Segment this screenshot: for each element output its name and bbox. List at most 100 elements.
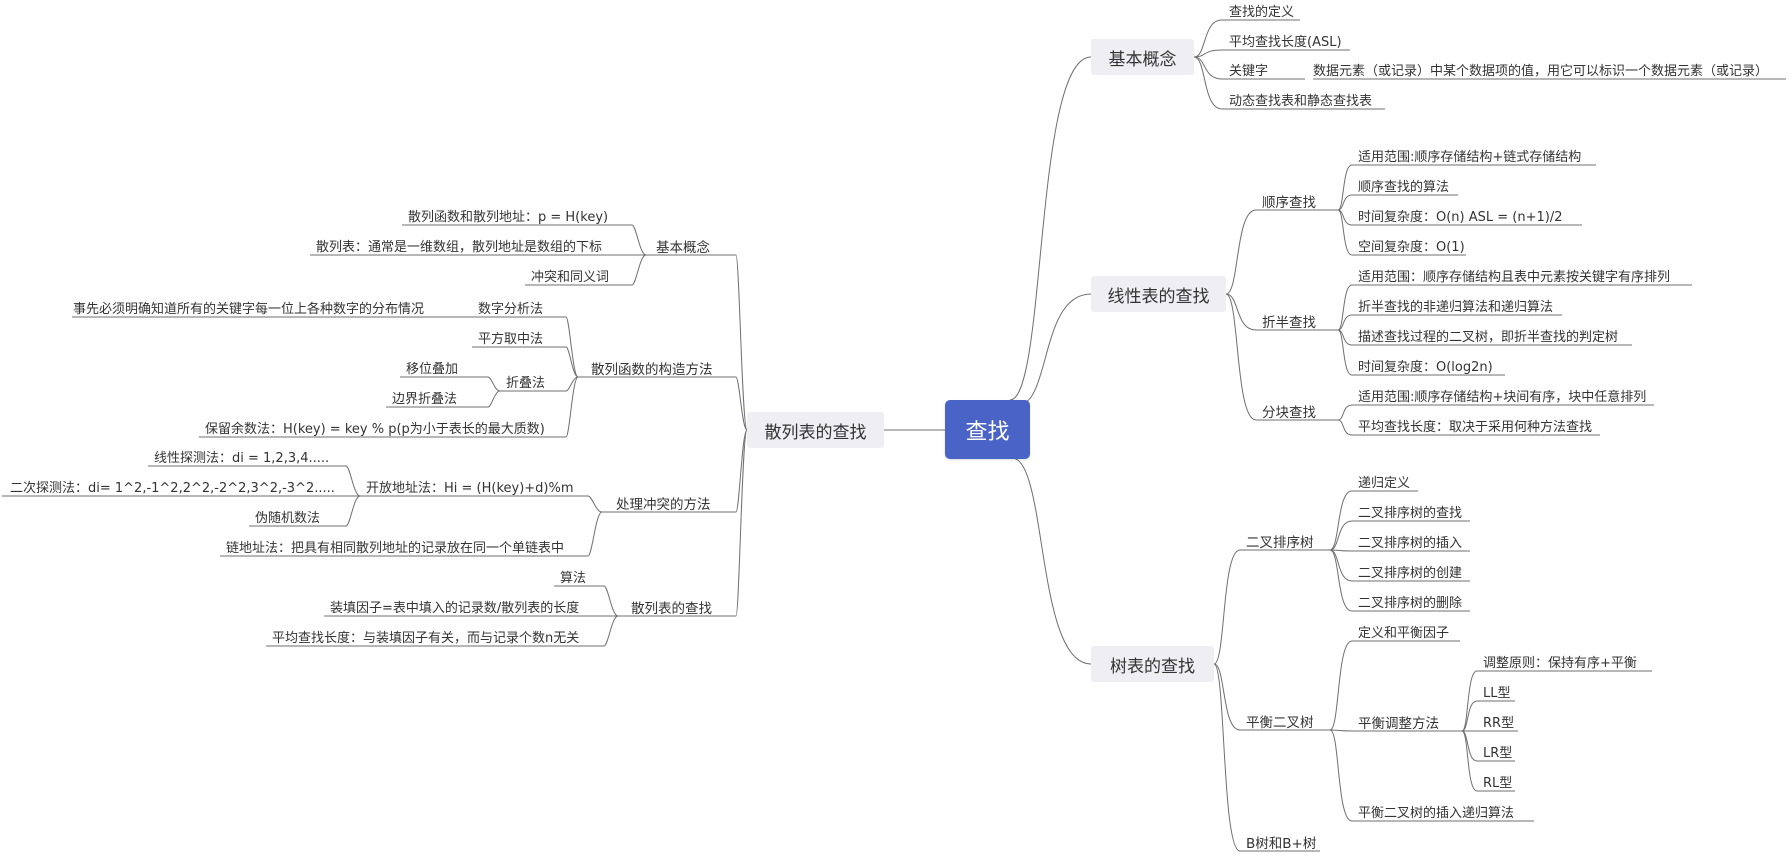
leaf-seq-space[interactable]: 空间复杂度：O(1) [1358, 240, 1465, 255]
leaf-avl-definition[interactable]: 定义和平衡因子 [1358, 626, 1450, 641]
leaf-bst-insert[interactable]: 二叉排序树的插入 [1358, 536, 1463, 551]
line-collision-open [587, 495, 603, 513]
leaf-block-asl[interactable]: 平均查找长度：取决于采用何种方法查找 [1358, 420, 1593, 435]
sub-binary-search[interactable]: 折半查找 [1262, 315, 1316, 331]
line-fold-boundary [487, 390, 501, 408]
line-construct-digit [565, 316, 579, 378]
line-bin-1 [1337, 314, 1353, 331]
sub-bst[interactable]: 二叉排序树 [1246, 535, 1314, 551]
line-linear-seq [1225, 209, 1257, 295]
leaf-seq-scope[interactable]: 适用范围:顺序存储结构+链式存储结构 [1358, 150, 1582, 165]
line-linear-block [1225, 293, 1257, 421]
leaf-search-definition[interactable]: 查找的定义 [1229, 5, 1295, 20]
leaf-pseudo-random[interactable]: 伪随机数法 [255, 511, 321, 526]
line-search-algo [603, 585, 619, 617]
topic-basic-concepts[interactable]: 基本概念 [1091, 39, 1194, 75]
leaf-open-addressing[interactable]: 开放地址法：Hi = (H(key)+d)%m [366, 481, 574, 496]
leaf-bst-search[interactable]: 二叉排序树的查找 [1358, 506, 1463, 521]
line-seq-0 [1337, 164, 1353, 211]
line-hash-basic [735, 254, 748, 431]
line-bin-3 [1337, 329, 1353, 376]
line-block-1 [1337, 419, 1353, 436]
sub-sequential-search[interactable]: 顺序查找 [1262, 195, 1316, 211]
leaf-linear-probing[interactable]: 线性探测法：di = 1,2,3,4..... [154, 451, 330, 466]
leaf-lr[interactable]: LR型 [1483, 746, 1513, 761]
sub-avl-adjust[interactable]: 平衡调整方法 [1358, 716, 1439, 732]
leaf-bst-definition[interactable]: 递归定义 [1358, 476, 1411, 491]
line-seq-1 [1337, 194, 1353, 211]
sub-hash-lookup[interactable]: 散列表的查找 [631, 601, 712, 617]
central-topic[interactable]: 查找 [945, 400, 1030, 459]
leaf-ll[interactable]: LL型 [1483, 686, 1511, 701]
leaf-bst-create[interactable]: 二叉排序树的创建 [1358, 566, 1463, 581]
leaf-seq-time[interactable]: 时间复杂度：O(n) ASL = (n+1)/2 [1358, 210, 1563, 225]
line-construct-square [565, 346, 579, 378]
leaf-chaining[interactable]: 链地址法：把具有相同散列地址的记录放在同一个单链表中 [226, 541, 565, 556]
sub-btree[interactable]: B树和B+树 [1246, 836, 1317, 852]
line-fold-shift [487, 376, 501, 392]
leaf-hash-function[interactable]: 散列函数和散列地址：p = H(key) [408, 210, 609, 225]
line-hash-collision [735, 429, 748, 513]
leaf-block-scope[interactable]: 适用范围:顺序存储结构+块间有序，块中任意排列 [1358, 390, 1647, 405]
sub-avl[interactable]: 平衡二叉树 [1246, 715, 1314, 731]
line-block-0 [1337, 404, 1353, 421]
leaf-collision-synonym[interactable]: 冲突和同义词 [531, 270, 610, 285]
topic-linear-search[interactable]: 线性表的查找 [1091, 276, 1226, 312]
line-adjust-4 [1461, 730, 1478, 792]
leaf-bin-time[interactable]: 时间复杂度：O(log2n) [1358, 360, 1493, 375]
leaf-rr[interactable]: RR型 [1483, 716, 1515, 731]
line-avl-def [1329, 640, 1353, 731]
line-tree-avl [1213, 663, 1241, 731]
leaf-digit-analysis[interactable]: 数字分析法 [478, 302, 544, 317]
leaf-keyword-desc[interactable]: 数据元素（或记录）中某个数据项的值，用它可以标识一个数据元素（或记录） [1313, 64, 1769, 79]
line-open-linear [345, 465, 361, 497]
leaf-asl[interactable]: 平均查找长度(ASL) [1229, 35, 1342, 50]
line-avl-insert [1329, 729, 1353, 822]
line-linear-bin [1225, 293, 1257, 331]
leaf-hash-table[interactable]: 散列表：通常是一维数组，散列地址是数组的下标 [316, 240, 603, 255]
sub-hash-basic[interactable]: 基本概念 [656, 240, 710, 256]
leaf-dynamic-static-table[interactable]: 动态查找表和静态查找表 [1229, 94, 1373, 109]
leaf-keyword[interactable]: 关键字 [1229, 64, 1269, 79]
line-bin-0 [1337, 284, 1353, 331]
leaf-bin-algorithm[interactable]: 折半查找的非递归算法和递归算法 [1358, 300, 1554, 315]
leaf-bin-tree[interactable]: 描述查找过程的二叉树，即折半查找的判定树 [1358, 330, 1619, 345]
line-basic-3 [1193, 56, 1223, 110]
line-central-linear [1017, 293, 1092, 406]
sub-block-search[interactable]: 分块查找 [1262, 405, 1316, 421]
sub-hash-construct[interactable]: 散列函数的构造方法 [591, 362, 713, 378]
leaf-folding[interactable]: 折叠法 [506, 376, 546, 391]
leaf-rl[interactable]: RL型 [1483, 776, 1513, 791]
leaf-bin-scope[interactable]: 适用范围：顺序存储结构且表中元素按关键字有序排列 [1358, 270, 1671, 285]
leaf-boundary-fold[interactable]: 边界折叠法 [392, 392, 458, 407]
topic-hash-search[interactable]: 散列表的查找 [747, 412, 884, 448]
line-central-tree [1011, 457, 1092, 665]
leaf-division-remainder[interactable]: 保留余数法：H(key) = key % p(p为小于表长的最大质数) [205, 422, 545, 437]
line-tree-btree [1213, 663, 1241, 852]
line-hbasic-2 [631, 254, 647, 286]
line-construct-remainder [565, 376, 579, 438]
line-open-random [345, 495, 361, 527]
topic-tree-search[interactable]: 树表的查找 [1091, 646, 1214, 682]
leaf-digit-analysis-note[interactable]: 事先必须明确知道所有的关键字每一位上各种数字的分布情况 [73, 302, 425, 317]
line-seq-3 [1337, 209, 1353, 256]
leaf-avl-insert[interactable]: 平衡二叉树的插入递归算法 [1358, 806, 1515, 821]
line-basic-0 [1193, 19, 1223, 58]
leaf-bst-delete[interactable]: 二叉排序树的删除 [1358, 596, 1463, 611]
leaf-load-factor[interactable]: 装填因子=表中填入的记录数/散列表的长度 [330, 601, 580, 616]
leaf-shift-fold[interactable]: 移位叠加 [406, 362, 459, 377]
leaf-mid-square[interactable]: 平方取中法 [478, 332, 544, 347]
leaf-hash-algorithm[interactable]: 算法 [560, 571, 587, 586]
leaf-hash-asl[interactable]: 平均查找长度：与装填因子有关，而与记录个数n无关 [272, 631, 580, 646]
line-bst-3 [1329, 549, 1353, 582]
line-collision-chain [587, 511, 603, 557]
line-basic-1 [1193, 49, 1223, 58]
line-bst-4 [1329, 549, 1353, 612]
line-central-basic [1009, 56, 1092, 401]
leaf-quadratic-probing[interactable]: 二次探测法：di= 1^2,-1^2,2^2,-2^2,3^2,-3^2....… [10, 481, 335, 496]
sub-collision-handling[interactable]: 处理冲突的方法 [616, 497, 711, 513]
leaf-adjust-principle[interactable]: 调整原则：保持有序+平衡 [1483, 656, 1637, 671]
leaf-seq-algorithm[interactable]: 顺序查找的算法 [1358, 180, 1450, 195]
